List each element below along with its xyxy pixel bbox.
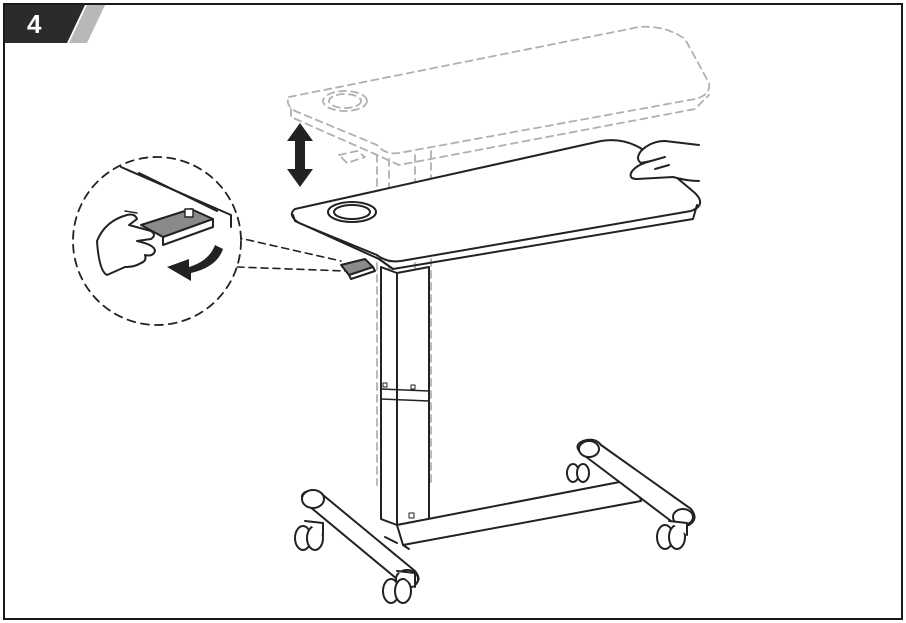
step-badge-dark (5, 5, 85, 43)
step-badge-stripe (69, 5, 105, 43)
hand-left-icon (96, 213, 156, 276)
hand-right-icon (629, 140, 700, 182)
caster-front-right (382, 570, 416, 604)
release-lever (340, 258, 376, 280)
caster-front-left (294, 520, 324, 551)
detail-callout (72, 156, 242, 326)
ghost-tabletop (286, 25, 711, 486)
instruction-panel: 4 (3, 3, 903, 620)
double-vertical-arrow-icon (287, 123, 313, 187)
step-badge (5, 5, 105, 43)
caster-back-right (656, 520, 688, 550)
callout-leader (234, 236, 346, 272)
column (380, 266, 430, 526)
step-number: 4 (27, 9, 42, 39)
table-illustration (72, 25, 711, 604)
caster-back-left (566, 463, 590, 483)
tabletop (290, 139, 702, 270)
base (300, 438, 696, 589)
curved-arrow-icon (167, 245, 223, 281)
